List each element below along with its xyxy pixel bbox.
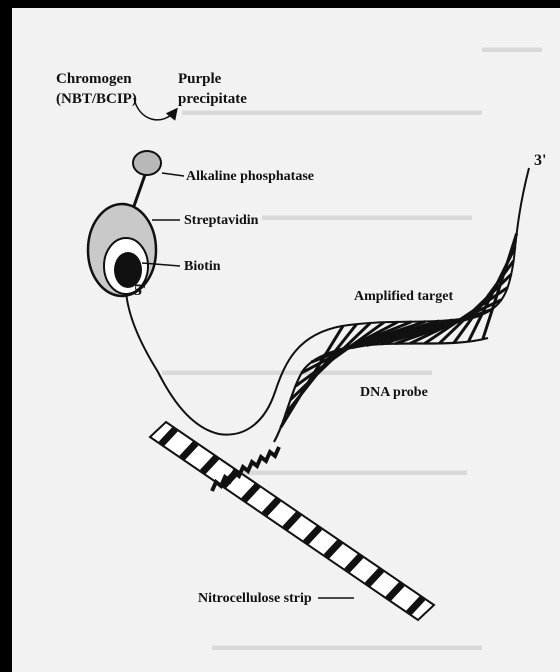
label-dna-probe: DNA probe	[360, 384, 428, 402]
label-alkaline-phosphatase: Alkaline phosphatase	[186, 168, 314, 186]
reaction-arrow	[134, 98, 176, 120]
label-biotin: Biotin	[184, 258, 221, 276]
phosphatase-stalk	[134, 172, 146, 206]
label-five-prime: 5'	[134, 282, 146, 300]
label-purple: Purple	[178, 70, 221, 88]
label-precipitate: precipitate	[178, 90, 247, 108]
paper-background: ▬▬▬▬ ▬▬▬▬▬▬▬▬▬▬▬▬▬▬▬▬▬▬▬▬ ▬▬▬▬▬▬▬▬▬▬▬▬▬▬…	[12, 8, 560, 672]
label-chromogen: Chromogen	[56, 70, 132, 88]
probe-rung	[281, 326, 343, 428]
alkaline-phosphatase	[133, 151, 161, 175]
label-chromogen-sub: (NBT/BCIP)	[56, 90, 137, 108]
label-streptavidin: Streptavidin	[184, 212, 258, 230]
probe-rung	[483, 233, 517, 339]
label-amplified-target: Amplified target	[354, 288, 453, 306]
phosphatase-pointer	[162, 173, 184, 176]
label-nitrocellulose-strip: Nitrocellulose strip	[198, 590, 312, 608]
target-strand	[126, 168, 529, 435]
label-three-prime: 3'	[534, 152, 546, 170]
